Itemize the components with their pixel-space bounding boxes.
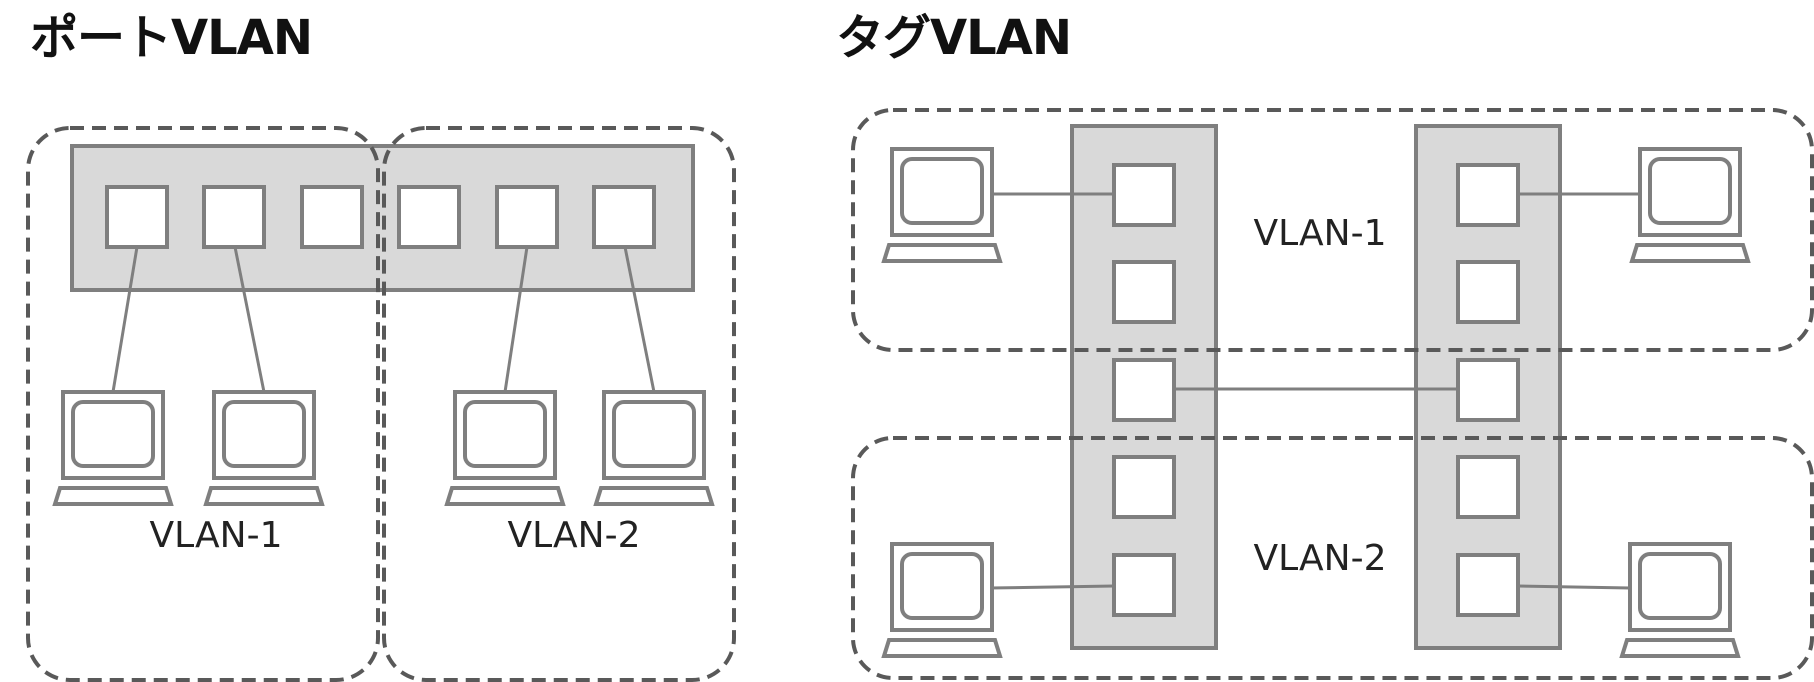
port-vlan2-group <box>382 126 736 682</box>
tag-vlan1-label: VLAN-1 <box>1254 213 1387 254</box>
cable <box>233 246 266 393</box>
switch-port <box>1112 455 1176 519</box>
switch-port <box>105 185 169 249</box>
port-vlan2-label: VLAN-2 <box>508 515 641 556</box>
switch-port <box>397 185 461 249</box>
tag-switch-left-ports <box>1112 163 1176 617</box>
switch-port <box>495 185 559 249</box>
switch-port <box>1456 358 1520 422</box>
cable <box>989 584 1115 590</box>
switch-port <box>1112 358 1176 422</box>
switch-port <box>1456 553 1520 617</box>
port-vlan-section: VLAN-1 VLAN-2 <box>26 126 736 682</box>
switch-port <box>1456 260 1520 324</box>
port-vlan1-label: VLAN-1 <box>150 515 283 556</box>
tag-switch-right-ports <box>1456 163 1520 617</box>
switch-port <box>300 185 364 249</box>
tag-vlan-section: VLAN-1 VLAN-2 <box>851 108 1814 680</box>
computer-icon <box>1620 542 1740 658</box>
port-switch-ports <box>105 185 656 249</box>
tag-vlan-title: タグVLAN <box>836 10 1072 66</box>
tag-vlan2-group <box>851 436 1814 680</box>
port-vlan1-group <box>26 126 380 682</box>
cable <box>623 246 656 393</box>
switch-port <box>1456 455 1520 519</box>
tag-vlan2-label: VLAN-2 <box>1254 538 1387 579</box>
cable <box>503 246 529 393</box>
switch-port <box>592 185 656 249</box>
cable <box>1517 584 1631 590</box>
port-vlan-title: ポートVLAN <box>30 10 313 66</box>
computer-icon <box>882 542 1002 658</box>
computer-icon <box>53 390 173 506</box>
computer-icon <box>882 147 1002 263</box>
port-vlan-cables <box>111 246 656 393</box>
switch-port <box>202 185 266 249</box>
tag-vlan1-group <box>851 108 1814 352</box>
cable <box>111 246 139 393</box>
computer-icon <box>1630 147 1750 263</box>
switch-port <box>1456 163 1520 227</box>
computer-icon <box>445 390 565 506</box>
tag-vlan-cables <box>989 192 1640 590</box>
computer-icon <box>204 390 324 506</box>
switch-port <box>1112 163 1176 227</box>
computer-icon <box>594 390 714 506</box>
switch-port <box>1112 553 1176 617</box>
switch-port <box>1112 260 1176 324</box>
